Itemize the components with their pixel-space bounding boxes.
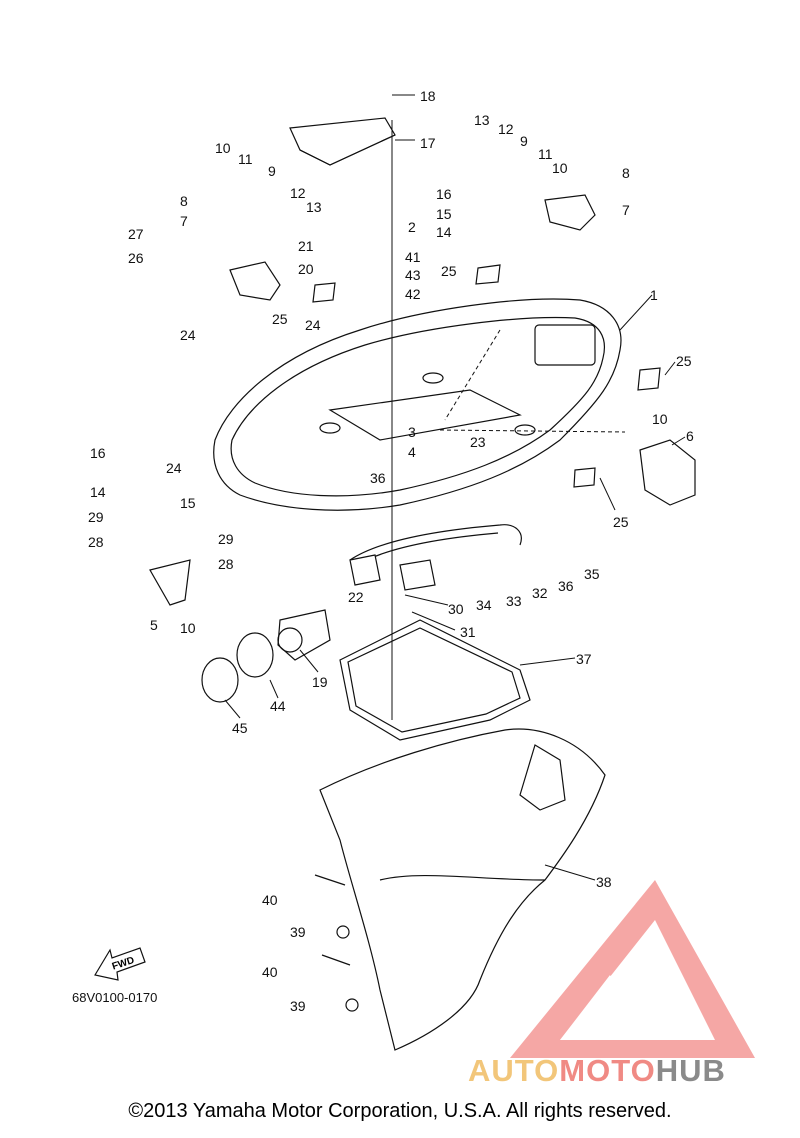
callout-29-left: 29 xyxy=(88,509,104,525)
callout-19: 19 xyxy=(312,674,328,690)
callout-23: 23 xyxy=(470,434,486,450)
callout-36-b: 36 xyxy=(558,578,574,594)
watermark-hub: HUB xyxy=(655,1053,726,1088)
bottom-cowling-pan xyxy=(213,298,622,511)
callout-10-a: 10 xyxy=(215,140,231,156)
callout-37: 37 xyxy=(576,651,592,667)
gasket-37 xyxy=(339,619,531,741)
callout-15-right: 15 xyxy=(436,206,452,222)
callout-43: 43 xyxy=(405,267,421,283)
callout-16-right: 16 xyxy=(436,186,452,202)
callout-24-a: 24 xyxy=(305,317,321,333)
leader-lines xyxy=(224,94,686,881)
callout-5: 5 xyxy=(150,617,158,633)
watermark-auto: AUTO xyxy=(468,1053,560,1088)
callout-30: 30 xyxy=(448,601,464,617)
callout-32: 32 xyxy=(532,585,548,601)
callout-12-right: 12 xyxy=(498,121,514,137)
callout-22: 22 xyxy=(348,589,364,605)
callout-1: 1 xyxy=(650,287,658,303)
callout-12-left: 12 xyxy=(290,185,306,201)
callout-24-b: 24 xyxy=(180,327,196,343)
callout-2: 2 xyxy=(408,219,416,235)
callout-39-b: 39 xyxy=(290,998,306,1014)
callout-29-right: 29 xyxy=(218,531,234,547)
callout-25-b: 25 xyxy=(441,263,457,279)
callout-45: 45 xyxy=(232,720,248,736)
watermark-logo xyxy=(510,880,755,1058)
callout-42: 42 xyxy=(405,286,421,302)
callout-15-left: 15 xyxy=(180,495,196,511)
callout-9-left: 9 xyxy=(268,163,276,179)
callout-8-left: 8 xyxy=(180,193,188,209)
callout-16-left: 16 xyxy=(90,445,106,461)
callout-10-c: 10 xyxy=(652,411,668,427)
callout-36-a: 36 xyxy=(370,470,386,486)
diagram-code: 68V0100-0170 xyxy=(72,990,158,1005)
callout-10-d: 10 xyxy=(180,620,196,636)
callout-17: 17 xyxy=(420,135,436,151)
callout-25-d: 25 xyxy=(613,514,629,530)
callout-41: 41 xyxy=(405,249,421,265)
callout-4: 4 xyxy=(408,444,416,460)
callout-7-right: 7 xyxy=(622,202,630,218)
callout-33: 33 xyxy=(506,593,522,609)
callout-24-c: 24 xyxy=(166,460,182,476)
callout-11-left: 11 xyxy=(238,151,253,167)
callout-38: 38 xyxy=(596,874,612,890)
watermark-text: AUTOMOTOHUB xyxy=(468,1053,726,1089)
copyright-notice: ©2013 Yamaha Motor Corporation, U.S.A. A… xyxy=(128,1100,672,1122)
callout-7-left: 7 xyxy=(180,213,188,229)
callout-11-right: 11 xyxy=(538,146,553,162)
lower-cowling xyxy=(319,728,606,1051)
callout-3: 3 xyxy=(408,424,416,440)
callout-20: 20 xyxy=(298,261,314,277)
hose-35 xyxy=(349,524,522,561)
watermark-moto: MOTO xyxy=(559,1053,656,1088)
callout-25-a: 25 xyxy=(272,311,288,327)
seal-part-17 xyxy=(289,117,396,166)
callout-8-right: 8 xyxy=(622,165,630,181)
callout-26: 26 xyxy=(128,250,144,266)
callout-21: 21 xyxy=(298,238,314,254)
callout-39-a: 39 xyxy=(290,924,306,940)
callout-9-right: 9 xyxy=(520,133,528,149)
callout-13-right: 13 xyxy=(474,112,490,128)
callout-14-right: 14 xyxy=(436,224,452,240)
callout-25-c: 25 xyxy=(676,353,692,369)
callout-40-b: 40 xyxy=(262,964,278,980)
callout-28-left: 28 xyxy=(88,534,104,550)
callout-18: 18 xyxy=(420,88,436,104)
small-parts xyxy=(94,194,696,1012)
callout-44: 44 xyxy=(270,698,286,714)
callout-27: 27 xyxy=(128,226,144,242)
callout-28-right: 28 xyxy=(218,556,234,572)
callout-14-left: 14 xyxy=(90,484,106,500)
callout-31: 31 xyxy=(460,624,476,640)
callout-10-b: 10 xyxy=(552,160,568,176)
callout-13-left: 13 xyxy=(306,199,322,215)
callout-35: 35 xyxy=(584,566,600,582)
callout-34: 34 xyxy=(476,597,492,613)
callout-6: 6 xyxy=(686,428,694,444)
callout-40-a: 40 xyxy=(262,892,278,908)
